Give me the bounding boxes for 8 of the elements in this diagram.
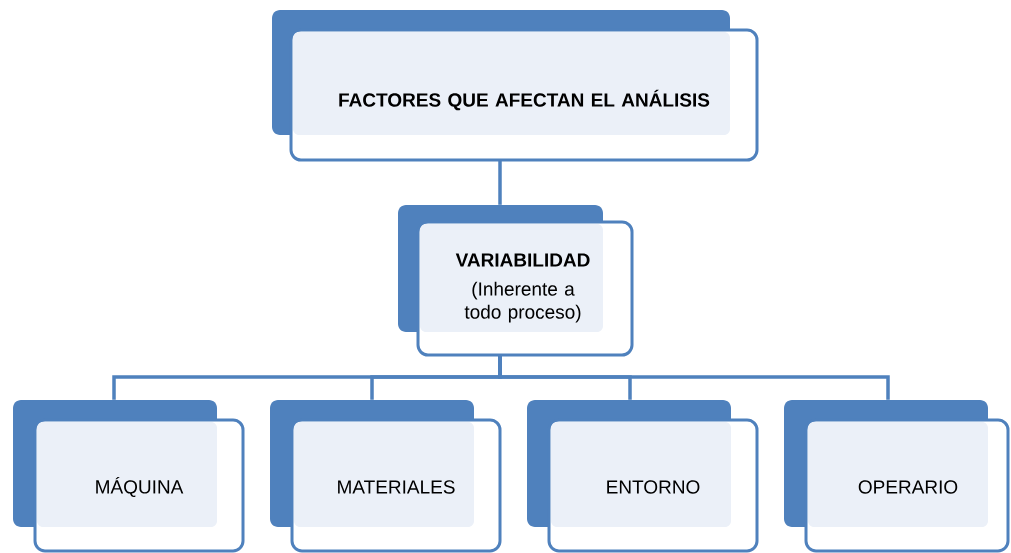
process-box: MATERIALES (270, 400, 502, 553)
process-box: FACTORES QUE AFECTAN EL ANÁLISIS (272, 10, 759, 162)
connector-line (498, 160, 502, 205)
process-box: ENTORNO (527, 400, 759, 553)
process-box: OPERARIO (784, 400, 1010, 553)
process-box: MÁQUINA (13, 400, 245, 553)
process-box: VARIABILIDAD (Inherente a todo proceso) (398, 205, 634, 357)
connector-line (498, 355, 890, 400)
